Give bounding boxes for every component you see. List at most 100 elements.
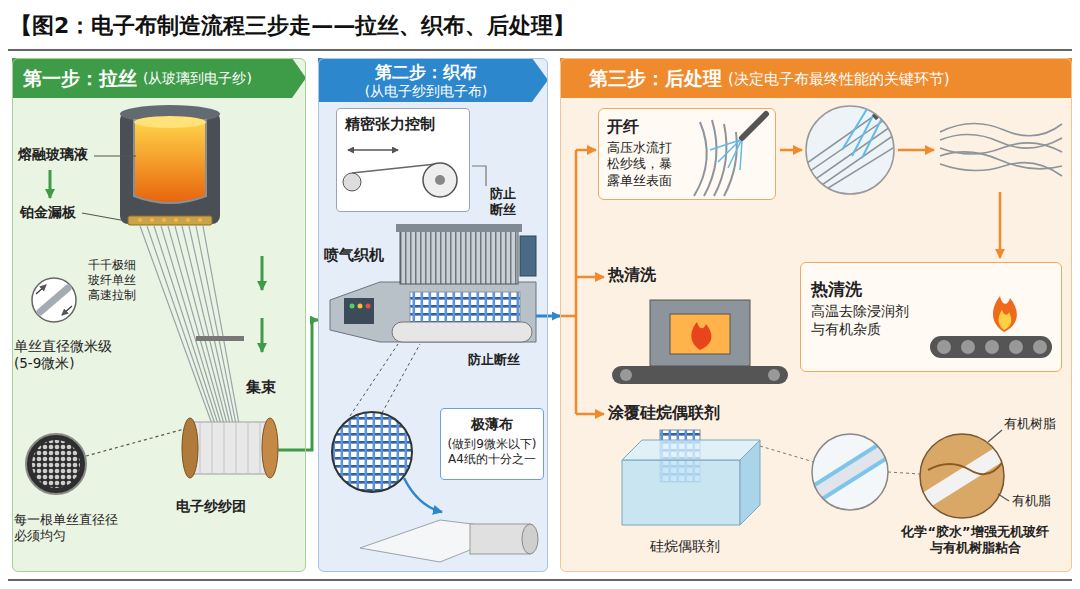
flow-arrow-small xyxy=(50,170,262,352)
oven xyxy=(612,366,788,384)
box-fills xyxy=(12,58,1072,572)
fiber-opening-magnifier xyxy=(806,106,894,194)
yarn-bobbin xyxy=(190,422,270,474)
glass-filaments xyxy=(140,226,244,424)
tension-rollers xyxy=(352,164,436,173)
box-heading: 热清洗 xyxy=(811,279,921,300)
panel-header: 第一步：拉丝 (从玻璃到电子纱) xyxy=(13,59,293,99)
box-body: 高压水流打松纱线，暴露单丝表面 xyxy=(607,140,679,189)
heat-cleaning-conveyor xyxy=(1033,340,1047,354)
label-slot: 防止断丝 xyxy=(490,186,520,219)
fabric-roll xyxy=(470,524,530,554)
label-slot: 集束 xyxy=(246,378,286,397)
step-panel: 第一步：拉丝 (从玻璃到电子纱) xyxy=(12,58,306,572)
water-jet-icon xyxy=(710,140,742,170)
resin-bond-magnifier xyxy=(920,450,1006,504)
annotation-label: 有机树脂 xyxy=(1004,416,1070,432)
branch-bracket xyxy=(576,276,604,279)
furnace xyxy=(128,216,212,225)
air-jet-loom xyxy=(358,304,363,309)
opened-fibers xyxy=(940,163,1062,176)
weave-magnifier xyxy=(404,478,442,512)
label-slot: 熔融玻璃液 xyxy=(18,146,98,164)
label-slot: 有机树脂 xyxy=(1004,416,1070,432)
fiber-opening-magnifier xyxy=(800,98,906,198)
opened-fibers xyxy=(940,123,1062,135)
heat-cleaning-conveyor xyxy=(937,340,951,354)
air-jet-loom xyxy=(400,228,518,284)
panel-header: 第二步：织布(从电子纱到电子布) xyxy=(319,59,533,103)
silane-tank xyxy=(622,430,814,525)
step-subtitle: (从玻璃到电子纱) xyxy=(143,70,252,88)
resin-bond-magnifier xyxy=(988,430,1002,442)
furnace xyxy=(174,218,178,222)
annotation-label: 集束 xyxy=(246,378,286,397)
resin-bond-magnifier xyxy=(920,434,1004,518)
branch-bracket xyxy=(560,315,576,318)
tension-rollers xyxy=(472,166,486,186)
filament-callout xyxy=(40,288,68,312)
silane-tank xyxy=(740,440,760,525)
step-panel: 第三步：后处理(决定电子布最终性能的关键环节) 开纤高压水流打松纱线，暴露单丝表面… xyxy=(560,58,1072,572)
annotation-label: 单丝直径微米级 (5-9微米) xyxy=(14,338,130,372)
step-subtitle: (决定电子布最终性能的关键环节) xyxy=(728,70,950,89)
oven xyxy=(670,314,730,354)
coated-fiber-magnifier xyxy=(812,448,888,496)
label-slot: 铂金漏板 xyxy=(20,204,90,222)
fiber-opening-magnifier xyxy=(842,104,886,158)
annotation-label: 防止断丝 xyxy=(468,352,542,368)
air-jet-loom xyxy=(350,304,355,309)
annotation-label: 熔融玻璃液 xyxy=(18,146,98,164)
yarn-bobbin xyxy=(182,418,278,478)
label-slot: 防止断丝 xyxy=(468,352,542,368)
coated-fiber-magnifier xyxy=(812,448,888,496)
water-jet-icon xyxy=(694,114,766,196)
panel-header: 第三步：后处理(决定电子布最终性能的关键环节) xyxy=(561,59,1073,99)
fiber-cross-section xyxy=(26,434,86,494)
box-fill xyxy=(800,262,1062,372)
yarn-bobbin xyxy=(236,422,237,474)
flow-arrow xyxy=(548,315,560,318)
annotation-label: 化学“胶水”增强无机玻纤与有机树脂粘合 xyxy=(895,524,1055,557)
box-fill xyxy=(440,408,544,480)
glass-filaments xyxy=(196,336,244,341)
silane-tank xyxy=(622,440,760,460)
annotation-label: 铂金漏板 xyxy=(20,204,90,222)
process-box: 开纤高压水流打松纱线，暴露单丝表面 xyxy=(598,108,776,200)
fiber-opening-magnifier xyxy=(806,106,894,194)
step-header-band xyxy=(12,58,306,98)
tension-rollers xyxy=(423,163,457,197)
leader-line xyxy=(82,156,188,456)
leader-line xyxy=(94,155,136,156)
yarn-bobbin xyxy=(262,418,278,478)
rule-lines xyxy=(8,579,1072,581)
furnace xyxy=(138,218,202,222)
branch-bracket xyxy=(576,413,604,416)
flow-arrow-small xyxy=(49,170,52,198)
resin-bond-magnifier xyxy=(920,430,1009,518)
label-slot: 每一根单丝直径径必须均匀 xyxy=(14,512,126,545)
coated-fiber-magnifier xyxy=(888,472,920,474)
process-box: 热清洗高温去除浸润剂与有机杂质 xyxy=(800,262,1062,372)
furnace xyxy=(198,218,202,222)
box-fill xyxy=(318,58,548,572)
resin-bond-magnifier xyxy=(928,460,1004,474)
annotation-label: 有机脂 xyxy=(1012,493,1070,509)
annotation-label: 千千极细玻纤单丝高速拉制 xyxy=(88,258,140,303)
filament-callout xyxy=(62,306,72,315)
fabric-roll xyxy=(522,524,538,554)
box-body: (做到9微米以下) A4纸的十分之一 xyxy=(447,437,537,467)
air-jet-loom xyxy=(410,292,520,324)
step-title: 第一步：拉丝 xyxy=(23,67,137,91)
air-jet-loom xyxy=(396,224,522,232)
oven xyxy=(650,300,750,366)
yarn-bobbin xyxy=(212,422,213,474)
box-fill xyxy=(560,58,1072,572)
air-jet-loom xyxy=(366,304,371,309)
oven xyxy=(768,369,780,381)
flow-arrow-small xyxy=(898,149,934,152)
silane-tank xyxy=(622,460,740,525)
resin-bond-magnifier xyxy=(998,494,1009,501)
